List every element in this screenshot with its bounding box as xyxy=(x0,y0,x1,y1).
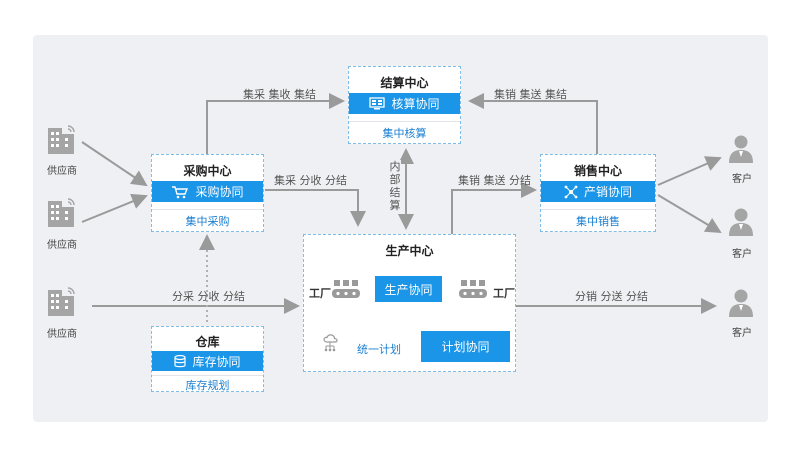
customer-person-icon xyxy=(729,135,753,163)
edge-sales-settlement xyxy=(468,93,598,154)
settlement-center[interactable]: 结算中心 核算协同 集中核算 xyxy=(348,66,461,144)
edge-sales-customer1 xyxy=(657,156,722,186)
customer-label-3: 客户 xyxy=(732,328,752,339)
factory-conveyor-right-icon xyxy=(459,280,487,298)
supplier-building-icon xyxy=(48,198,75,227)
customer-label-1: 客户 xyxy=(732,174,752,185)
customer-person-icon xyxy=(729,289,753,317)
sales-bar-label: 产销协同 xyxy=(583,185,632,199)
edge-purchase-settlement xyxy=(206,93,345,154)
production-title: 生产中心 xyxy=(385,244,434,258)
cloud-network-icon xyxy=(323,334,338,352)
edge-sales-customer2 xyxy=(657,194,722,234)
calculator-monitor-icon xyxy=(369,97,386,110)
factory-conveyor-left-icon xyxy=(332,280,360,298)
settlement-sub: 集中核算 xyxy=(382,127,427,140)
supplier-label-2: 供应商 xyxy=(47,240,77,251)
sales-bar[interactable]: 产销协同 xyxy=(541,181,655,202)
purchase-bar-label: 采购协同 xyxy=(195,185,244,199)
plan-coordination-button[interactable]: 计划协同 xyxy=(421,331,510,362)
label-purchase-production: 集采 分收 分结 xyxy=(274,174,347,187)
label-purchase-settlement: 集采 集收 集结 xyxy=(243,88,316,101)
warehouse-bar[interactable]: 库存协同 xyxy=(152,351,263,371)
purchase-bar[interactable]: 采购协同 xyxy=(152,181,263,202)
label-production-sales: 集销 集送 分结 xyxy=(458,174,531,187)
supplier-building-icon xyxy=(48,125,75,154)
sales-title: 销售中心 xyxy=(573,164,622,178)
settlement-bar[interactable]: 核算协同 xyxy=(349,93,460,114)
warehouse-title: 仓库 xyxy=(195,335,220,349)
factory-left-label: 工厂 xyxy=(309,287,331,300)
warehouse-bar-label: 库存协同 xyxy=(192,354,241,369)
label-supplier-production: 分采 分收 分结 xyxy=(172,290,245,303)
purchase-sub: 集中采购 xyxy=(185,215,230,228)
supplier-label-1: 供应商 xyxy=(47,166,77,177)
cart-icon xyxy=(172,185,189,198)
edge-purchase-production xyxy=(265,189,366,227)
supplier-building-icon xyxy=(48,287,75,316)
warehouse[interactable]: 仓库 库存协同 库存规划 xyxy=(151,326,264,392)
unified-plan-text: 统一计划 xyxy=(357,343,401,356)
database-icon xyxy=(174,354,187,367)
purchase-separator xyxy=(152,209,263,210)
label-production-customer: 分销 分送 分结 xyxy=(575,290,648,303)
settlement-separator xyxy=(349,121,460,122)
label-sales-settlement: 集销 集送 集结 xyxy=(494,88,567,101)
production-coordination-button[interactable]: 生产协同 xyxy=(375,276,442,302)
supplier-label-3: 供应商 xyxy=(47,329,77,340)
purchase-center[interactable]: 采购中心 采购协同 集中采购 xyxy=(151,154,264,232)
warehouse-separator xyxy=(152,375,263,376)
network-icon xyxy=(564,185,578,198)
customer-label-2: 客户 xyxy=(732,249,752,260)
sales-center[interactable]: 销售中心 产销协同 集中销售 xyxy=(540,154,656,232)
settlement-title: 结算中心 xyxy=(380,76,429,90)
customer-person-icon xyxy=(729,208,753,236)
factory-right-label: 工厂 xyxy=(493,287,515,300)
edge-production-sales xyxy=(451,182,537,234)
label-internal-settlement: 内 部 结 算 xyxy=(389,160,401,212)
purchase-title: 采购中心 xyxy=(183,164,232,178)
edge-supplier1-purchase xyxy=(81,141,148,187)
sales-separator xyxy=(541,209,655,210)
edge-supplier2-purchase xyxy=(81,193,148,223)
warehouse-sub: 库存规划 xyxy=(185,379,230,392)
settlement-bar-label: 核算协同 xyxy=(391,97,440,111)
sales-sub: 集中销售 xyxy=(576,215,620,228)
